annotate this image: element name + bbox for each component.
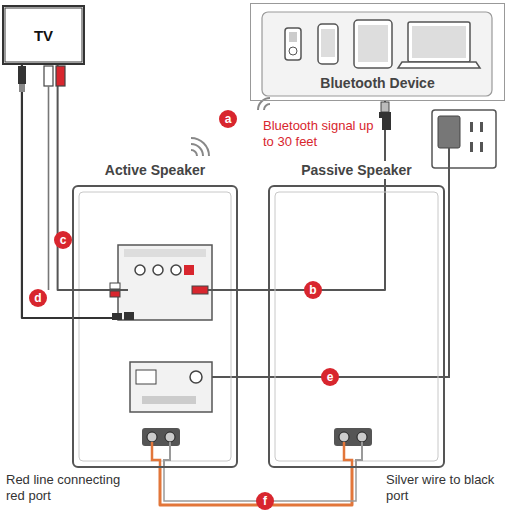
input-panel (118, 245, 212, 320)
signal-note: Bluetooth signal up to 30 feet (262, 118, 382, 149)
rca-jack (171, 265, 181, 275)
aux-plug-inner (192, 286, 208, 294)
callout-letter: f (256, 492, 274, 510)
wave (258, 98, 270, 110)
active-speaker-details (72, 192, 238, 468)
node-label: TV (34, 27, 53, 44)
speaker-heading: Passive Speaker (297, 161, 416, 179)
optical-port (124, 312, 134, 320)
music-player-screen (289, 32, 297, 42)
power-jack (190, 371, 202, 383)
terminal-black (165, 432, 175, 442)
phone-screen (321, 29, 335, 57)
power-adapter (438, 116, 460, 148)
rca-plug-white-inner (110, 283, 120, 289)
outlet-plate (432, 110, 496, 168)
speaker-wire-inner (152, 442, 160, 468)
speaker-heading: Active Speaker (101, 161, 209, 179)
device-inner-frame (262, 12, 492, 96)
rating-strip (142, 396, 196, 404)
tablet-screen (358, 25, 388, 62)
music-player-wheel (289, 47, 297, 55)
rca-jack-white (135, 265, 145, 275)
device-panel (262, 12, 492, 96)
callout-letter: b (304, 281, 322, 299)
aux-plug-tip (381, 102, 389, 112)
rca-jack-red (153, 265, 163, 275)
rca-wire-white (48, 86, 50, 290)
terminal-red (147, 432, 157, 442)
outlet-slot (480, 142, 483, 152)
laptop-base (398, 62, 480, 68)
speaker-terminal-plate (334, 428, 372, 446)
callout-letter: e (321, 368, 339, 386)
wire-note: Silver wire to black port (385, 472, 503, 503)
wall-outlet (432, 110, 496, 168)
rca-plug-red-inner (110, 291, 120, 297)
rca-plug-red (56, 66, 65, 86)
silver-wire-inner (164, 442, 170, 468)
outlet-slot (470, 122, 473, 132)
outlet-slot (480, 122, 483, 132)
callout-letter: d (29, 289, 47, 307)
optical-plug-tip (19, 84, 25, 92)
power-switch (136, 370, 156, 384)
callout-letter: a (219, 110, 237, 128)
active-speaker-cabinet: Active Speaker (72, 185, 238, 468)
optical-plug-inner (112, 313, 122, 320)
node-label: Bluetooth Device (320, 75, 434, 91)
silver-wire-inner (356, 442, 362, 468)
power-cable (204, 148, 449, 377)
laptop-screen (412, 26, 466, 58)
laptop-icon (408, 22, 470, 62)
tv-inner-frame (5, 8, 82, 62)
power-panel (130, 362, 212, 412)
bluetooth-waves (191, 98, 270, 156)
wire-note: Red line connecting red port (5, 472, 137, 503)
tv-plugs (18, 66, 65, 290)
wave (264, 104, 270, 110)
passive-speaker-cabinet: Passive Speaker (268, 185, 445, 468)
terminal-red (339, 432, 349, 442)
tv-box: TV (2, 5, 85, 65)
tv-screen (5, 8, 82, 62)
cable-connector (22, 65, 72, 318)
wave (191, 150, 197, 156)
phone-icon (318, 24, 338, 64)
cable-connector (238, 101, 385, 290)
cable-connector (58, 65, 72, 290)
terminal-black (357, 432, 367, 442)
wave (191, 144, 203, 156)
bluetooth-device-box: Bluetooth Device (250, 3, 505, 101)
cabinet-inset (79, 192, 231, 461)
wave (191, 138, 209, 156)
speaker-wire-inner (344, 442, 352, 468)
outlet-slot (470, 142, 473, 152)
speaker-terminal-plate (142, 428, 180, 446)
optical-plug (18, 66, 26, 84)
music-player-icon (285, 28, 301, 60)
jack-marker-red (184, 265, 194, 275)
rca-plug-white (44, 66, 53, 86)
tablet-icon (354, 20, 392, 68)
panel-strip (124, 249, 206, 257)
cabinet-inset (275, 192, 438, 461)
passive-speaker-details (275, 192, 438, 468)
callout-letter: c (54, 231, 72, 249)
